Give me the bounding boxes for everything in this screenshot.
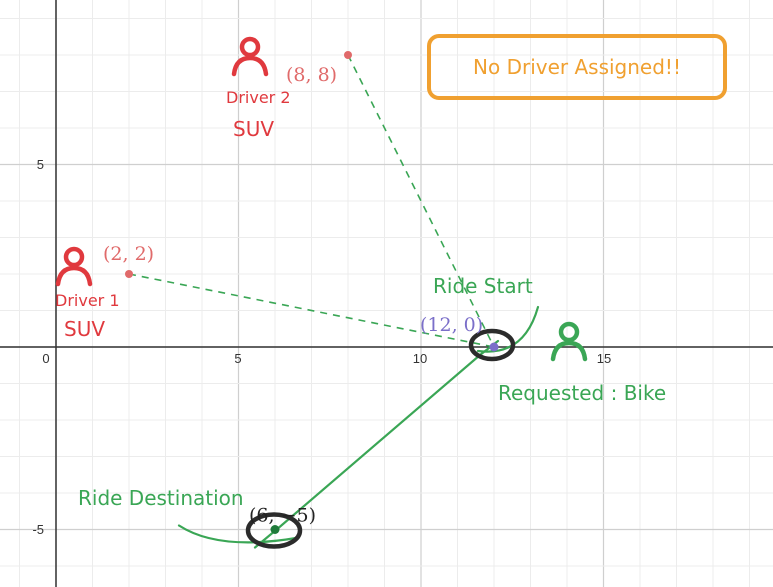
- y-tick-5: 5: [37, 157, 44, 172]
- driver1-vehicle-label: SUV: [64, 317, 105, 341]
- driver2-person-icon: [231, 36, 269, 77]
- ride-start-point[interactable]: [489, 342, 499, 352]
- ride-start-pointer: [476, 305, 540, 353]
- rider-person-icon: [550, 321, 588, 362]
- status-callout-box: [427, 34, 727, 100]
- x-tick-0: 0: [42, 351, 49, 366]
- status-callout-text: No Driver Assigned!!: [473, 55, 681, 79]
- driver1-name-label: Driver 1: [55, 291, 120, 310]
- ride-destination-pointer: [177, 524, 301, 544]
- ride-route-line: [253, 339, 500, 549]
- ride-start-label: Ride Start: [433, 274, 533, 298]
- driver1-person-icon: [55, 246, 93, 287]
- driver1-point[interactable]: [125, 270, 133, 278]
- driver2-point[interactable]: [344, 51, 352, 59]
- ride-start-highlight-circle: [468, 328, 516, 362]
- driver1-coordinate-label: (2, 2): [103, 243, 154, 265]
- driver2-vehicle-label: SUV: [233, 117, 274, 141]
- ride-destination-highlight-circle: [245, 512, 303, 549]
- requested-vehicle-label: Requested : Bike: [498, 381, 666, 405]
- driver2-distance-line: [347, 54, 495, 348]
- x-tick-10: 10: [413, 351, 427, 366]
- ride-destination-label: Ride Destination: [78, 486, 244, 510]
- ride-destination-coordinate-label: (6, −5): [249, 505, 316, 527]
- ride-start-coordinate-label: (12, 0): [420, 314, 483, 336]
- ride-destination-point[interactable]: [270, 525, 280, 534]
- x-tick-15: 15: [597, 351, 611, 366]
- driver2-name-label: Driver 2: [226, 88, 291, 107]
- y-tick-neg5: -5: [32, 522, 44, 537]
- x-tick-5: 5: [234, 351, 241, 366]
- driver1-distance-line: [128, 273, 495, 348]
- driver2-coordinate-label: (8, 8): [286, 64, 337, 86]
